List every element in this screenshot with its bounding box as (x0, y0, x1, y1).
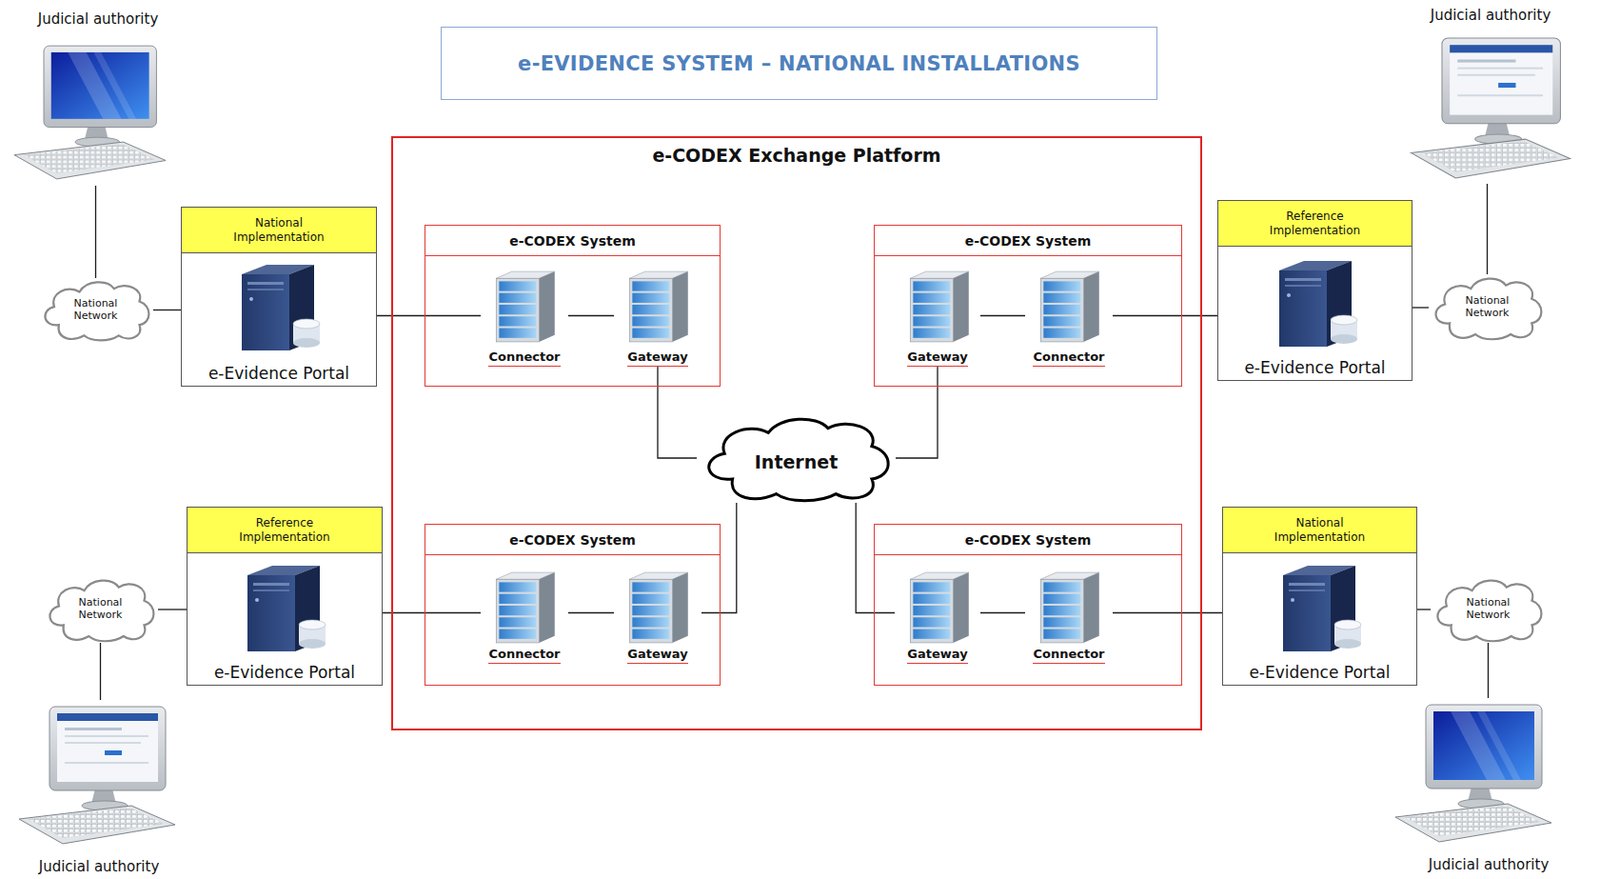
server-label: Gateway (627, 638, 688, 664)
platform-box: e-CODEX Exchange Platforme-CODEX SystemC… (391, 136, 1203, 731)
server-icon: Connector (1025, 264, 1113, 367)
portal-box: Reference Implementation e-Evidence Porta… (186, 506, 383, 686)
network-link (855, 502, 895, 613)
server-label: Gateway (907, 638, 968, 664)
server-label: Gateway (907, 341, 968, 367)
portal-label: e-Evidence Portal (1218, 357, 1412, 380)
network-link (158, 608, 187, 610)
judicial-authority-terminal: Judicial authority (7, 9, 189, 186)
implementation-band: Reference Implementation (187, 507, 382, 554)
portal-box: Reference Implementation e-Evidence Porta… (1217, 199, 1413, 381)
terminal-label: Judicial authority (1428, 5, 1554, 25)
network-label: National Network (1457, 295, 1519, 319)
network-cloud: National Network (1430, 575, 1546, 643)
network-link (95, 185, 97, 278)
server-label: Connector (1032, 638, 1105, 664)
internet-label: Internet (754, 444, 838, 473)
implementation-band: National Implementation (181, 207, 376, 254)
network-link (153, 309, 181, 311)
system-box: e-CODEX SystemConnector Gateway (424, 523, 721, 686)
diagram-title: e-EVIDENCE SYSTEM – NATIONAL INSTALLATIO… (440, 26, 1158, 100)
system-box: e-CODEX SystemGateway Connector (873, 224, 1183, 387)
server-icon: Connector (480, 561, 569, 664)
internet-cloud: Internet (696, 413, 896, 503)
portal-box: National Implementation e-Evidence Portal (180, 206, 377, 387)
server-label: Connector (488, 341, 560, 367)
implementation-band: National Implementation (1223, 507, 1417, 554)
cloud-shape (49, 580, 154, 642)
network-link (1486, 183, 1488, 275)
server-icon: Gateway (894, 561, 981, 664)
network-link (568, 612, 614, 613)
network-cloud: National Network (42, 575, 159, 643)
platform-title: e-CODEX Exchange Platform (393, 138, 1201, 166)
terminal-label: Judicial authority (37, 856, 162, 876)
network-link (1412, 306, 1429, 308)
network-link (1417, 608, 1431, 610)
portal-label: e-Evidence Portal (181, 363, 376, 386)
network-link (1112, 612, 1223, 613)
cloud-shape (709, 418, 889, 501)
cloud-shape (44, 281, 149, 340)
network-label: National Network (70, 596, 132, 621)
judicial-authority-terminal: Judicial authority (1393, 5, 1588, 184)
terminal-label: Judicial authority (36, 9, 161, 29)
system-heading: e-CODEX System (874, 225, 1182, 257)
portal-box: National Implementation e-Evidence Portal (1222, 506, 1418, 686)
network-label: National Network (65, 297, 127, 322)
server-icon: Gateway (894, 264, 981, 367)
server-label: Connector (1032, 341, 1105, 367)
judicial-authority-terminal: Judicial authority (1391, 697, 1586, 874)
network-label: National Network (1458, 596, 1520, 621)
network-cloud: National Network (38, 277, 154, 342)
implementation-band: Reference Implementation (1218, 200, 1412, 247)
judicial-authority-terminal: Judicial authority (7, 699, 191, 876)
network-link (701, 502, 737, 613)
network-cloud: National Network (1428, 274, 1546, 341)
server-icon: Gateway (613, 561, 702, 664)
system-box: e-CODEX SystemGateway Connector (873, 523, 1183, 686)
system-box: e-CODEX SystemConnector Gateway (424, 224, 721, 387)
terminal-label: Judicial authority (1426, 854, 1552, 874)
network-link (657, 366, 697, 458)
cloud-shape (1436, 278, 1542, 340)
network-link (1487, 642, 1489, 698)
portal-label: e-Evidence Portal (187, 662, 382, 685)
server-icon: Gateway (613, 264, 702, 367)
server-label: Connector (488, 638, 560, 664)
system-heading: e-CODEX System (425, 524, 720, 555)
server-label: Gateway (627, 341, 688, 367)
network-link (99, 642, 101, 700)
portal-label: e-Evidence Portal (1223, 662, 1417, 685)
network-link (568, 315, 614, 317)
network-link (382, 612, 481, 613)
server-icon: Connector (480, 264, 569, 367)
system-heading: e-CODEX System (425, 225, 720, 257)
network-link (895, 366, 938, 458)
system-heading: e-CODEX System (874, 524, 1182, 555)
network-link (980, 315, 1026, 317)
server-icon: Connector (1025, 561, 1113, 664)
cloud-shape (1437, 580, 1541, 642)
network-link (980, 612, 1026, 613)
